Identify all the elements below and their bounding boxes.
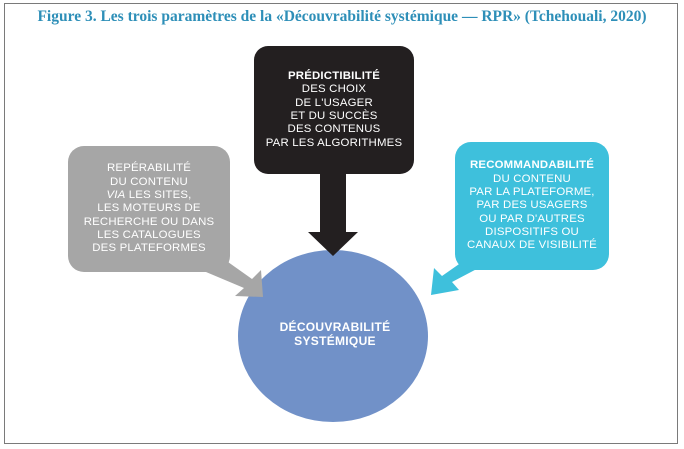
- left-box-heading: REPÉRABILITÉ: [106, 162, 192, 175]
- top-box-heading: PRÉDICTIBILITÉ: [287, 70, 381, 83]
- center-label-line-1: DÉCOUVRABILITÉ: [279, 320, 391, 334]
- left-box-line-2: VIA LES SITES,: [106, 189, 191, 202]
- right-box-shape: [455, 142, 609, 270]
- left-box-via: VIA: [106, 189, 126, 202]
- right-box-line-3: PAR DES USAGERS: [476, 199, 588, 212]
- center-label-line-2: SYSTÉMIQUE: [294, 334, 376, 348]
- top-arrow: [308, 170, 358, 256]
- right-box-heading: RECOMMANDABILITÉ: [469, 159, 595, 172]
- left-box-line-4: RECHERCHE OU DANS: [83, 215, 215, 228]
- left-arrow: [200, 262, 263, 297]
- top-box-shape: [254, 46, 414, 174]
- top-box-line-1: DES CHOIX: [301, 83, 367, 96]
- left-box-line-5: LES CATALOGUES: [97, 228, 201, 241]
- left-box-line-2-rest: LES SITES,: [125, 189, 192, 202]
- right-box-line-1: DU CONTENU: [493, 172, 571, 185]
- right-box-line-4: OU PAR D'AUTRES: [479, 212, 585, 225]
- left-box-line-3: LES MOTEURS DE: [97, 202, 201, 215]
- center-circle: [238, 250, 428, 422]
- top-box-line-3: ET DU SUCCÈS: [290, 110, 378, 122]
- center-label: DÉCOUVRABILITÉ SYSTÉMIQUE: [245, 320, 425, 348]
- figure-title: Figure 3. Les trois paramètres de la «Dé…: [37, 8, 647, 25]
- left-box-shape: [68, 146, 230, 272]
- left-box-line-6: DES PLATEFORMES: [92, 242, 206, 255]
- top-box-text: PRÉDICTIBILITÉ DES CHOIX DE L'USAGER ET …: [254, 46, 414, 174]
- left-box-line-1: DU CONTENU: [110, 175, 188, 188]
- right-box-line-5: DISPOSITIFS OU: [485, 225, 579, 238]
- right-box-line-6: CANAUX DE VISIBILITÉ: [467, 239, 597, 252]
- right-box-text: RECOMMANDABILITÉ DU CONTENU PAR LA PLATE…: [455, 142, 609, 270]
- top-box-line-5: PAR LES ALGORITHMES: [265, 136, 403, 149]
- left-box-text: REPÉRABILITÉ DU CONTENU VIA LES SITES, L…: [68, 146, 230, 272]
- right-box-line-2: PAR LA PLATEFORME,: [469, 186, 595, 199]
- top-box-line-4: DES CONTENUS: [287, 123, 381, 136]
- top-box-line-2: DE L'USAGER: [295, 96, 373, 109]
- right-arrow: [431, 262, 490, 295]
